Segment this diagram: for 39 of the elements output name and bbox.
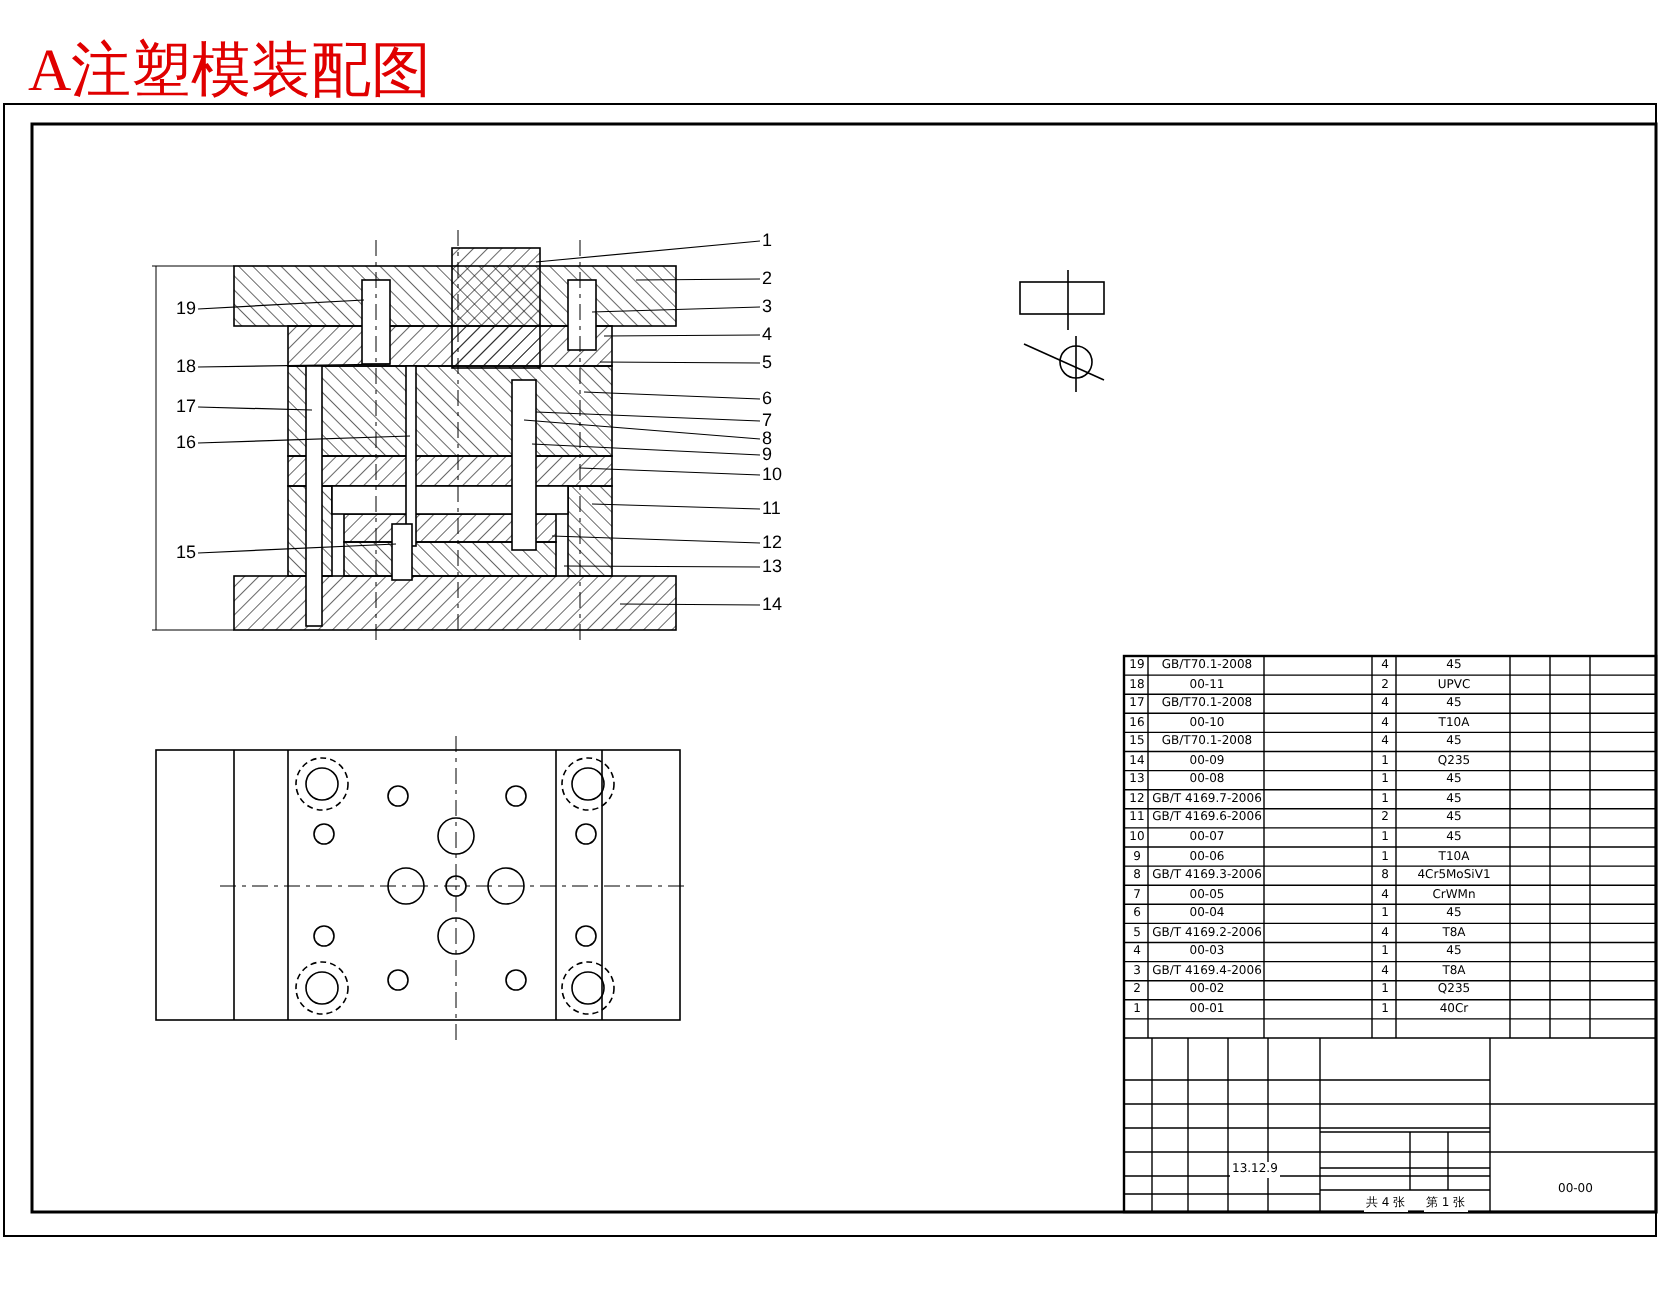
- callout-number: 14: [762, 596, 783, 614]
- callout-number: 15: [176, 544, 197, 562]
- leader-line: [197, 363, 391, 368]
- callout-number: 5: [762, 354, 773, 372]
- leader-line: [197, 543, 397, 554]
- callout-number: 10: [762, 466, 783, 484]
- drawing-title: A注塑模装配图: [28, 40, 432, 104]
- leader-line: [531, 443, 761, 456]
- leader-line: [197, 435, 411, 444]
- leader-line: [583, 391, 761, 400]
- leader-line: [591, 306, 761, 313]
- callout-number: 7: [762, 412, 773, 430]
- leader-line: [599, 361, 761, 364]
- callout-number: 11: [762, 500, 781, 518]
- callout-number: 6: [762, 390, 773, 408]
- callout-number: 4: [762, 326, 773, 344]
- callout-number: 18: [176, 358, 197, 376]
- callout-number: 8: [762, 430, 773, 448]
- callout-number: 1: [762, 232, 773, 250]
- callout-number: 3: [762, 298, 773, 316]
- leader-line: [619, 603, 761, 606]
- leader-line: [551, 535, 761, 544]
- leader-line: [635, 278, 761, 281]
- leader-line: [603, 334, 761, 337]
- callout-number: 17: [176, 398, 197, 416]
- leader-line: [523, 419, 761, 440]
- callout-number: 2: [762, 270, 773, 288]
- leader-line: [535, 240, 761, 263]
- callout-number: 9: [762, 446, 773, 464]
- leader-line: [579, 467, 761, 476]
- leader-line: [591, 503, 761, 510]
- callout-number: 16: [176, 434, 197, 452]
- callout-number: 13: [762, 558, 783, 576]
- leader-line: [563, 565, 761, 568]
- leader-line: [197, 299, 365, 310]
- callout-number: 19: [176, 300, 197, 318]
- callout-number: 12: [762, 534, 783, 552]
- leader-line: [197, 406, 313, 411]
- leader-line: [535, 411, 761, 422]
